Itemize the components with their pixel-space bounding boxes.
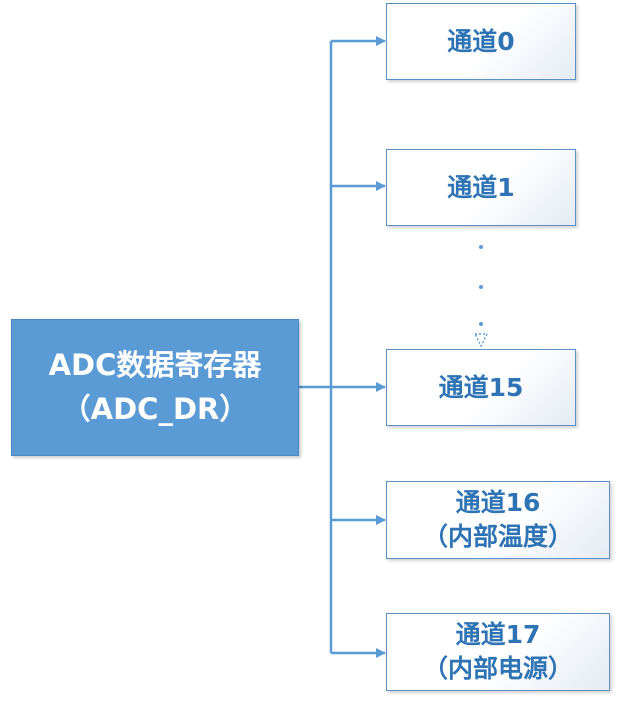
ellipsis-dot bbox=[479, 322, 483, 326]
channel-16-label: 通道16 bbox=[455, 488, 541, 518]
ellipsis-dot bbox=[479, 285, 483, 289]
channel-16-box: 通道16 （内部温度） bbox=[386, 481, 610, 559]
ellipsis-arrowhead bbox=[473, 333, 489, 348]
channel-16-sublabel: （内部温度） bbox=[422, 522, 573, 551]
channel-17-label: 通道17 bbox=[455, 620, 541, 650]
channel-1-box: 通道1 bbox=[386, 149, 576, 226]
channel-0-label: 通道0 bbox=[447, 26, 515, 56]
ellipsis-dot bbox=[479, 245, 483, 249]
channel-0-box: 通道0 bbox=[386, 3, 576, 80]
register-title: ADC数据寄存器 bbox=[48, 348, 262, 382]
ellipsis-dots bbox=[479, 245, 483, 326]
channel-15-box: 通道15 bbox=[386, 349, 576, 426]
channel-17-box: 通道17 （内部电源） bbox=[386, 613, 610, 691]
channel-15-label: 通道15 bbox=[438, 372, 524, 402]
channel-17-sublabel: （内部电源） bbox=[422, 654, 573, 683]
adc-data-register-box: ADC数据寄存器 （ADC_DR） bbox=[11, 319, 299, 456]
register-subtitle: （ADC_DR） bbox=[61, 391, 249, 426]
channel-1-label: 通道1 bbox=[447, 172, 515, 202]
